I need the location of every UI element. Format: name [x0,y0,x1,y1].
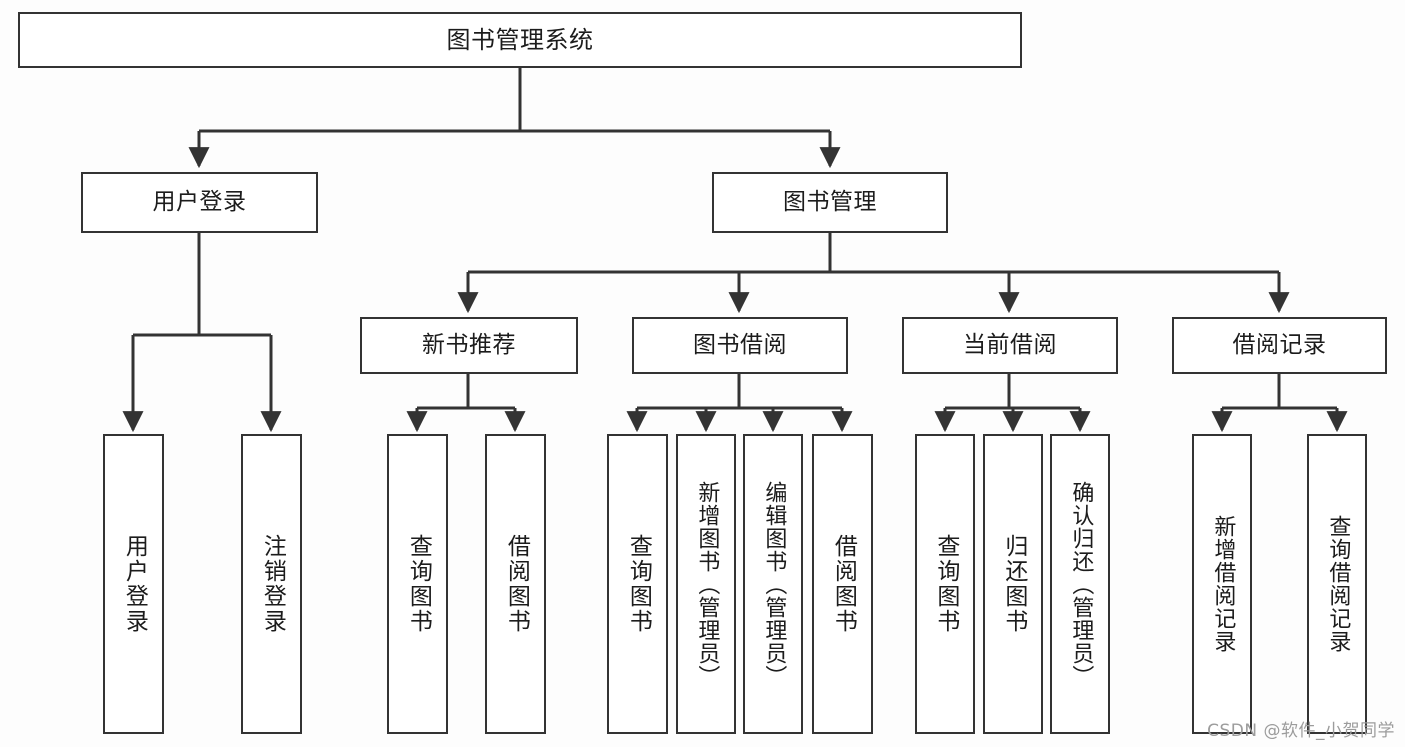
node-label: 确认归还（管理员） [1068,480,1094,688]
node-leaf-query-record[interactable]: 查询借阅记录 [1307,434,1367,734]
node-book-borrow[interactable]: 图书借阅 [632,317,848,374]
node-label: 借阅图书 [503,534,530,634]
node-leaf-user-login[interactable]: 用户登录 [103,434,164,734]
node-label: 查询借阅记录 [1325,515,1351,653]
node-new-book-recommend[interactable]: 新书推荐 [360,317,578,374]
node-leaf-return-book[interactable]: 归还图书 [983,434,1043,734]
node-label: 图书管理系统 [446,25,594,54]
node-leaf-query-book-2[interactable]: 查询图书 [607,434,668,734]
node-label: 新书推荐 [422,331,516,358]
node-label: 图书管理 [783,188,877,215]
node-label: 图书借阅 [693,331,787,358]
node-label: 新增借阅记录 [1210,515,1236,653]
node-label: 查询图书 [932,534,959,634]
node-label: 当前借阅 [963,331,1057,358]
node-book-manage[interactable]: 图书管理 [712,172,948,233]
node-leaf-edit-book[interactable]: 编辑图书（管理员） [743,434,803,734]
node-leaf-add-book[interactable]: 新增图书（管理员） [676,434,736,734]
node-label: 查询图书 [405,534,432,634]
node-label: 借阅记录 [1232,331,1327,358]
node-leaf-add-record[interactable]: 新增借阅记录 [1192,434,1252,734]
node-user-login[interactable]: 用户登录 [81,172,318,233]
node-leaf-borrow-book-2[interactable]: 借阅图书 [812,434,873,734]
node-label: 编辑图书（管理员） [761,480,787,688]
node-label: 用户登录 [121,534,148,634]
node-leaf-query-book-3[interactable]: 查询图书 [915,434,975,734]
node-current-borrow[interactable]: 当前借阅 [902,317,1118,374]
node-leaf-borrow-book-1[interactable]: 借阅图书 [485,434,546,734]
node-leaf-confirm-return[interactable]: 确认归还（管理员） [1050,434,1110,734]
node-label: 查询图书 [625,534,652,634]
node-root-book-management-system[interactable]: 图书管理系统 [18,12,1022,68]
node-label: 借阅图书 [830,534,857,634]
csdn-watermark: CSDN @软件_小贺同学 [1207,721,1395,741]
node-label: 注销登录 [259,534,286,634]
node-borrow-record[interactable]: 借阅记录 [1172,317,1387,374]
node-label: 新增图书（管理员） [694,480,720,688]
node-label: 归还图书 [1000,534,1027,634]
node-label: 用户登录 [152,188,247,215]
node-leaf-query-book-1[interactable]: 查询图书 [387,434,448,734]
node-leaf-logout-login[interactable]: 注销登录 [241,434,302,734]
